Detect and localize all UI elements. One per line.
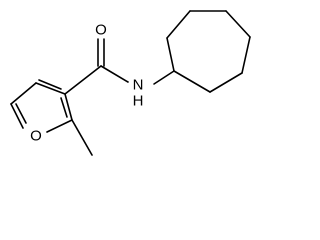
bond-nitrogen-cycloheptyl — [153, 70, 175, 85]
bond-c3-carbonyl — [64, 65, 102, 95]
bond-c5-o1-inner — [15, 103, 27, 124]
bond-c3-c4-inner — [38, 79, 62, 90]
bond-c4-c5 — [10, 82, 37, 105]
bond-c5-o1 — [10, 103, 24, 129]
bond-ring-1 — [166, 37, 175, 72]
bond-o1-c2 — [46, 119, 73, 133]
bond-ring-2 — [166, 10, 191, 39]
bond-c2-c3-inner — [60, 97, 68, 118]
furan-ring — [10, 79, 93, 156]
bond-c2-methyl — [71, 119, 93, 156]
bond-carbonyl-nitrogen — [100, 65, 129, 83]
amide-group — [64, 38, 175, 95]
amide-nitrogen-label: N — [133, 77, 144, 94]
furan-oxygen-label: O — [30, 128, 42, 145]
bond-ring-6 — [209, 72, 243, 93]
chemical-structure: O N H O — [10, 10, 251, 156]
bond-ring-5 — [241, 36, 251, 74]
cycloheptane-ring — [166, 10, 251, 93]
carbonyl-oxygen-label: O — [95, 22, 107, 39]
amide-hydrogen-label: H — [133, 93, 144, 110]
bond-ring-4 — [225, 10, 251, 38]
bond-c2-c3 — [64, 93, 73, 121]
bond-c3-c4 — [35, 82, 66, 95]
bond-ring-7 — [173, 70, 211, 93]
